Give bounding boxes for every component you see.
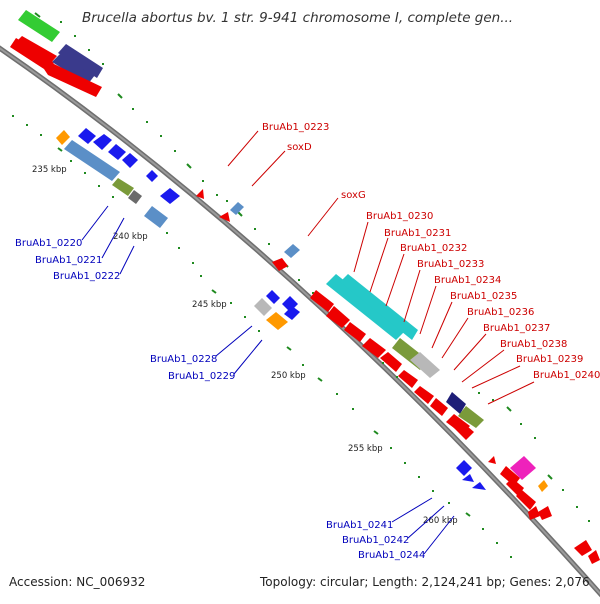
gene-arrow [452,420,474,440]
gene-arrow [430,398,448,416]
gene-arrow [380,352,402,372]
map-title: Brucella abortus bv. 1 str. 9-941 chromo… [82,10,513,26]
gene-label: BruAb1_0222 [53,271,120,282]
gene-label: BruAb1_0232 [400,243,467,254]
gene-arrow [488,456,496,464]
gene-label: BruAb1_0242 [342,535,409,546]
kbp-label-240: 240 kbp [113,232,148,242]
gene-arrow [472,482,486,490]
gene-arrow [506,478,524,496]
gene-label: BruAb1_0228 [150,354,217,365]
forward-gene-labels: BruAb1_0223 soxD soxG BruAb1_0230 BruAb1… [262,122,600,381]
gene-label: BruAb1_0239 [516,354,583,365]
gene-arrow [516,490,536,510]
gene-arrow [588,550,600,564]
reverse-leader-lines [81,205,455,555]
kbp-label-260: 260 kbp [423,516,458,526]
gene-arrow [144,206,168,228]
gene-label: BruAb1_0220 [15,238,82,249]
gene-label: BruAb1_0244 [358,550,425,561]
gene-arrow [56,130,70,145]
gene-features [10,10,600,564]
topology-text: Topology: circular; Length: 2,124,241 bp… [259,575,590,589]
gene-arrow [254,298,272,316]
gene-arrow [410,352,440,378]
gene-label: BruAb1_0234 [434,275,501,286]
gene-arrow [272,258,288,271]
gene-label: BruAb1_0229 [168,371,235,382]
gene-label: soxG [341,190,366,201]
gene-arrow [462,474,474,482]
kbp-label-235: 235 kbp [32,165,67,175]
gene-label: soxD [287,142,312,153]
gene-label: BruAb1_0240 [533,370,600,381]
gene-arrow [538,480,548,492]
gene-label: BruAb1_0236 [467,307,534,318]
gene-arrow [284,244,300,258]
gene-arrow [266,290,280,304]
gene-arrow [528,506,540,520]
kbp-label-245: 245 kbp [192,300,227,310]
gene-arrow [128,190,142,204]
gene-arrow [52,54,95,84]
gene-label: BruAb1_0230 [366,211,433,222]
gene-arrow [446,392,466,414]
reverse-gene-labels: BruAb1_0220 BruAb1_0221 BruAb1_0222 BruA… [15,238,425,561]
gene-arrow [122,153,138,168]
gene-arrow [456,460,472,476]
gene-arrow [196,189,204,199]
accession-text: Accession: NC_006932 [9,575,145,589]
gene-arrow [458,406,484,428]
gene-arrow [78,128,96,144]
gene-arrow [510,456,536,480]
gene-arrow [340,274,418,340]
gene-label: BruAb1_0231 [384,228,451,239]
gene-arrow [10,38,102,97]
gene-arrow [362,338,386,358]
gene-arrow [93,134,112,150]
gene-label: BruAb1_0238 [500,339,567,350]
gene-label: BruAb1_0223 [262,122,329,133]
gene-label: BruAb1_0233 [417,259,484,270]
kbp-labels: 235 kbp 240 kbp 245 kbp 250 kbp 255 kbp … [32,165,458,526]
gene-arrow [398,370,418,388]
gene-arrow [310,290,334,312]
kbp-label-250: 250 kbp [271,371,306,381]
gene-arrow [160,188,180,204]
forward-leader-lines [227,130,535,405]
gene-arrow [266,312,288,330]
gene-arrow [538,506,552,520]
gene-arrow [64,140,120,181]
gene-arrow [58,44,103,78]
gene-label: BruAb1_0221 [35,255,102,266]
gene-arrow [344,322,366,342]
scale-ticks [34,12,553,517]
gene-arrow [219,212,230,222]
gene-arrow [18,10,60,42]
gene-label: BruAb1_0241 [326,520,393,531]
gene-arrow [230,202,244,215]
gene-arrow [284,306,300,320]
gene-arrow [108,144,126,160]
gene-arrow [326,274,406,340]
gene-arrow [146,170,158,182]
chromosome-backbone [0,45,600,598]
gene-arrow [326,306,350,328]
gene-arrow [414,386,434,404]
gene-arrow [112,178,134,196]
kbp-label-255: 255 kbp [348,444,383,454]
gene-label: BruAb1_0237 [483,323,550,334]
gene-arrow [574,540,592,556]
gene-label: BruAb1_0235 [450,291,517,302]
